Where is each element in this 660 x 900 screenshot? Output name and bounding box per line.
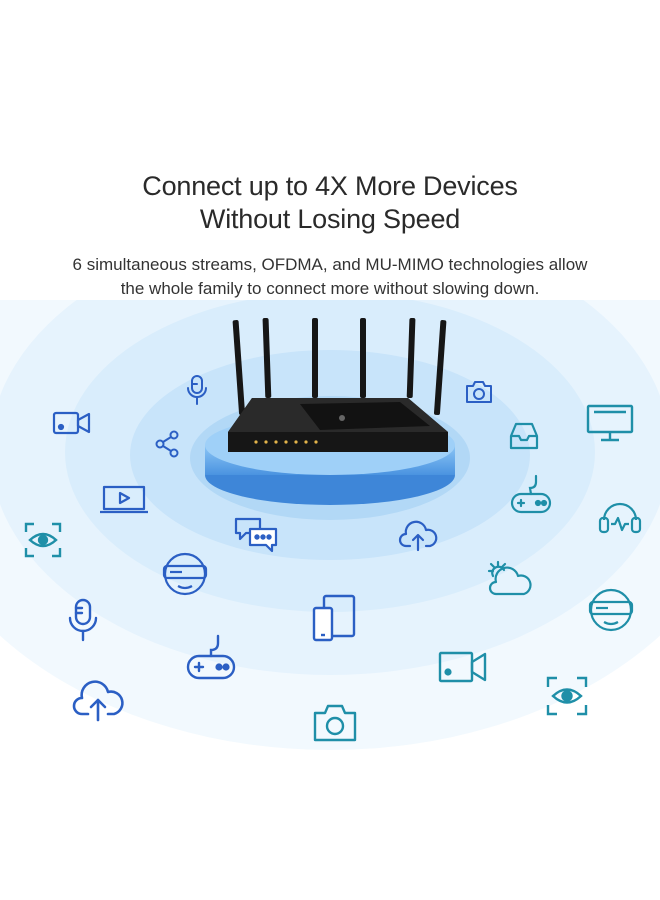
game-controller-icon xyxy=(510,474,552,516)
eye-scan-icon xyxy=(546,676,588,716)
microphone-icon xyxy=(186,374,208,406)
vr-headset-icon xyxy=(588,586,634,634)
title-line-1: Connect up to 4X More Devices xyxy=(142,171,518,201)
photo-camera-icon xyxy=(313,704,357,742)
eye-scan-icon xyxy=(24,522,62,558)
description-line-1: 6 simultaneous streams, OFDMA, and MU-MI… xyxy=(72,255,588,274)
security-camera-icon xyxy=(52,410,92,438)
page-title: Connect up to 4X More Devices Without Lo… xyxy=(0,170,660,236)
router-image xyxy=(228,317,448,452)
share-icon xyxy=(154,430,180,458)
title-line-2: Without Losing Speed xyxy=(199,204,461,234)
cloud-upload-icon xyxy=(398,520,438,552)
game-controller-icon xyxy=(186,634,236,682)
microphone-icon xyxy=(68,598,98,642)
description-line-2: the whole family to connect more without… xyxy=(120,279,540,298)
vr-headset-icon xyxy=(162,550,208,598)
video-camera-icon xyxy=(438,650,488,684)
cloud-upload-icon xyxy=(72,680,124,722)
weather-icon xyxy=(486,560,534,598)
inbox-tray-icon xyxy=(509,422,539,450)
chat-bubbles-icon xyxy=(234,515,278,553)
headset-icon xyxy=(598,500,642,534)
photo-camera-icon xyxy=(465,380,493,404)
video-player-icon xyxy=(100,485,148,515)
monitor-icon xyxy=(586,404,634,442)
feature-description: 6 simultaneous streams, OFDMA, and MU-MI… xyxy=(20,253,640,301)
tablet-phone-icon xyxy=(312,594,356,642)
